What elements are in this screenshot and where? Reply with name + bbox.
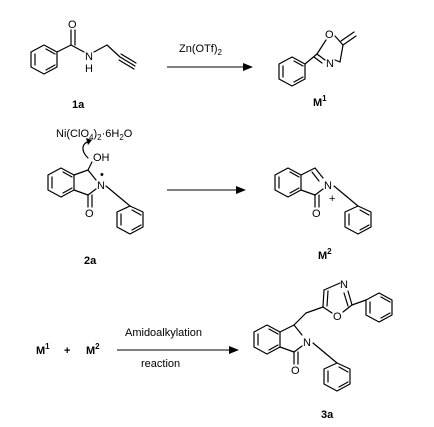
cation-plus: + (329, 193, 335, 205)
atom-n: N (97, 180, 105, 192)
reactant-m1: M1 (36, 342, 50, 357)
atom-o: O (325, 29, 334, 41)
arrow-reaction-3 (117, 346, 239, 354)
label-m2: M2 (318, 247, 332, 262)
atom-o: O (312, 208, 321, 220)
compound-m2: N + O (274, 167, 372, 235)
compound-2a: OH N • O (47, 138, 144, 235)
atom-o: O (333, 311, 342, 323)
atom-n: N (326, 58, 334, 70)
reagent-zn-otf: Zn(OTf)2 (179, 43, 223, 57)
label-m1: M1 (313, 94, 327, 109)
arrow-reaction-2 (167, 186, 246, 194)
atom-n: N (85, 51, 93, 63)
hydroxyl-label: OH (93, 152, 110, 164)
atom-n: N (303, 337, 311, 349)
compound-m1: O N (278, 29, 357, 87)
atom-n: N (324, 180, 332, 192)
label-2a: 2a (84, 255, 97, 267)
arrow-reaction-1 (167, 63, 253, 71)
compound-3a: N O N O (253, 279, 393, 392)
atom-o: O (85, 208, 94, 220)
atom-n: N (340, 279, 348, 291)
label-1a: 1a (72, 99, 85, 111)
label-3a: 3a (321, 409, 334, 421)
reactant-m2: M2 (86, 342, 100, 357)
arrow-label-bottom: reaction (141, 358, 180, 370)
atom-o: O (68, 19, 77, 31)
atom-h: H (85, 63, 93, 75)
reagent-ni-perchlorate: Ni(ClO4)2·6H2O (56, 128, 133, 142)
compound-1a: O N H (30, 19, 137, 75)
arrow-label-top: Amidoalkylation (125, 327, 202, 339)
plus-sign: + (64, 345, 70, 357)
atom-o: O (291, 365, 300, 377)
radical-dot: • (100, 169, 104, 181)
